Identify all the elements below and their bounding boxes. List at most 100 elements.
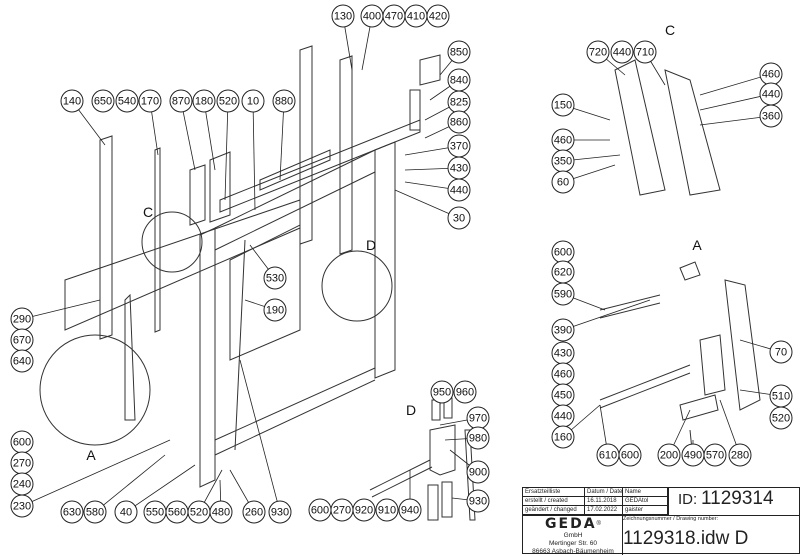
title-block: Ersatzteilliste Datum / Date Name erstel… xyxy=(522,487,800,556)
part-number: 360 xyxy=(762,111,780,123)
part-number: 630 xyxy=(63,507,81,519)
part-balloon-200: 200 xyxy=(657,443,681,467)
drawing-number-label: Zeichnungsnummer / Drawing number: xyxy=(623,516,719,522)
part-balloon-430: 430 xyxy=(447,156,471,180)
date-header: Datum / Date xyxy=(585,488,623,497)
part-balloon-650: 650 xyxy=(91,89,115,113)
part-number: 640 xyxy=(13,356,31,368)
created-date: 16.11.2018 xyxy=(585,497,623,506)
company-city: 86663 Asbach-Bäumenheim xyxy=(532,548,614,555)
part-number: 650 xyxy=(94,96,112,108)
part-number: 350 xyxy=(554,156,572,168)
leader-line xyxy=(125,464,196,513)
leader-line xyxy=(203,100,216,171)
part-number: 840 xyxy=(450,75,468,87)
part-balloon-520: 520 xyxy=(216,89,240,113)
part-number: 440 xyxy=(450,185,468,197)
part-number: 430 xyxy=(450,163,468,175)
part-number: 520 xyxy=(190,507,208,519)
part-balloon-30: 30 xyxy=(447,206,471,230)
leader-line xyxy=(394,189,460,219)
part-number: 270 xyxy=(13,458,31,470)
part-number: 280 xyxy=(731,450,749,462)
part-balloon-720: 720 xyxy=(586,40,610,64)
part-number: 940 xyxy=(401,505,419,517)
part-number: 560 xyxy=(168,507,186,519)
part-balloon-390: 390 xyxy=(551,318,575,342)
part-number: 930 xyxy=(271,507,289,519)
leader-line xyxy=(252,100,256,211)
part-balloon-140: 140 xyxy=(60,89,84,113)
part-balloon-440: 440 xyxy=(610,40,634,64)
company-street: Mertinger Str. 60 xyxy=(548,540,598,547)
leader-line xyxy=(562,299,651,331)
part-number: 420 xyxy=(429,11,447,23)
part-number: 930 xyxy=(469,496,487,508)
part-number: 950 xyxy=(433,387,451,399)
part-balloon-70: 70 xyxy=(769,340,793,364)
part-number: 720 xyxy=(589,47,607,59)
detail-view-label-C: C xyxy=(143,204,153,220)
leader-line xyxy=(21,439,171,507)
part-number: 870 xyxy=(172,96,190,108)
part-balloon-560: 560 xyxy=(165,500,189,524)
part-balloon-240: 240 xyxy=(10,472,34,496)
part-balloon-180: 180 xyxy=(192,89,216,113)
part-number: 590 xyxy=(554,289,572,301)
part-number: 290 xyxy=(13,314,31,326)
company-logo: GEDA® GmbH Mertinger Str. 60 86663 Asbac… xyxy=(523,516,623,556)
part-number: 30 xyxy=(453,213,465,225)
part-balloon-930: 930 xyxy=(268,500,292,524)
part-balloon-910: 910 xyxy=(375,498,399,522)
part-number: 570 xyxy=(706,450,724,462)
part-number: 910 xyxy=(378,505,396,517)
part-number: 900 xyxy=(469,467,487,479)
part-balloon-510: 510 xyxy=(769,384,793,408)
part-balloon-490: 490 xyxy=(681,443,705,467)
part-number: 860 xyxy=(450,117,468,129)
detail-view-label-C: C xyxy=(665,22,675,38)
part-balloon-160: 160 xyxy=(551,425,575,449)
part-number: 200 xyxy=(660,450,678,462)
part-balloon-825: 825 xyxy=(447,90,471,114)
part-number: 440 xyxy=(762,89,780,101)
machine-frame-drawing xyxy=(39,45,761,521)
part-balloon-600: 600 xyxy=(308,498,332,522)
part-number: 530 xyxy=(266,273,284,285)
part-number: 400 xyxy=(363,11,381,23)
part-balloon-400: 400 xyxy=(360,4,384,28)
part-number: 960 xyxy=(456,387,474,399)
part-number: 550 xyxy=(146,507,164,519)
part-number: 540 xyxy=(118,96,136,108)
part-balloon-270: 270 xyxy=(330,498,354,522)
part-balloon-520: 520 xyxy=(187,500,211,524)
part-number: 710 xyxy=(636,47,654,59)
part-number: 600 xyxy=(621,450,639,462)
part-balloon-710: 710 xyxy=(633,40,657,64)
part-number: 510 xyxy=(772,391,790,403)
part-balloon-420: 420 xyxy=(426,4,450,28)
brand-name: GEDA xyxy=(545,516,597,532)
part-number: 440 xyxy=(554,411,572,423)
detail-view-label-D: D xyxy=(366,237,376,253)
leader-lines xyxy=(21,15,782,513)
part-number: 600 xyxy=(311,505,329,517)
part-balloon-460: 460 xyxy=(551,128,575,152)
part-balloon-930: 930 xyxy=(466,489,490,513)
part-number: 520 xyxy=(772,413,790,425)
part-balloon-130: 130 xyxy=(331,4,355,28)
detail-view-label-D: D xyxy=(406,402,416,418)
company-form: GmbH xyxy=(563,532,583,539)
part-balloon-440: 440 xyxy=(447,178,471,202)
part-number: 170 xyxy=(141,96,159,108)
part-number: 480 xyxy=(212,507,230,519)
part-balloon-580: 580 xyxy=(83,500,107,524)
part-number: 130 xyxy=(334,11,352,23)
part-number: 980 xyxy=(469,433,487,445)
part-number: 880 xyxy=(275,96,293,108)
created-name: GEDAtol xyxy=(623,497,668,506)
part-balloon-270: 270 xyxy=(10,451,34,475)
part-balloon-350: 350 xyxy=(551,149,575,173)
part-balloon-850: 850 xyxy=(447,40,471,64)
part-number: 270 xyxy=(333,505,351,517)
